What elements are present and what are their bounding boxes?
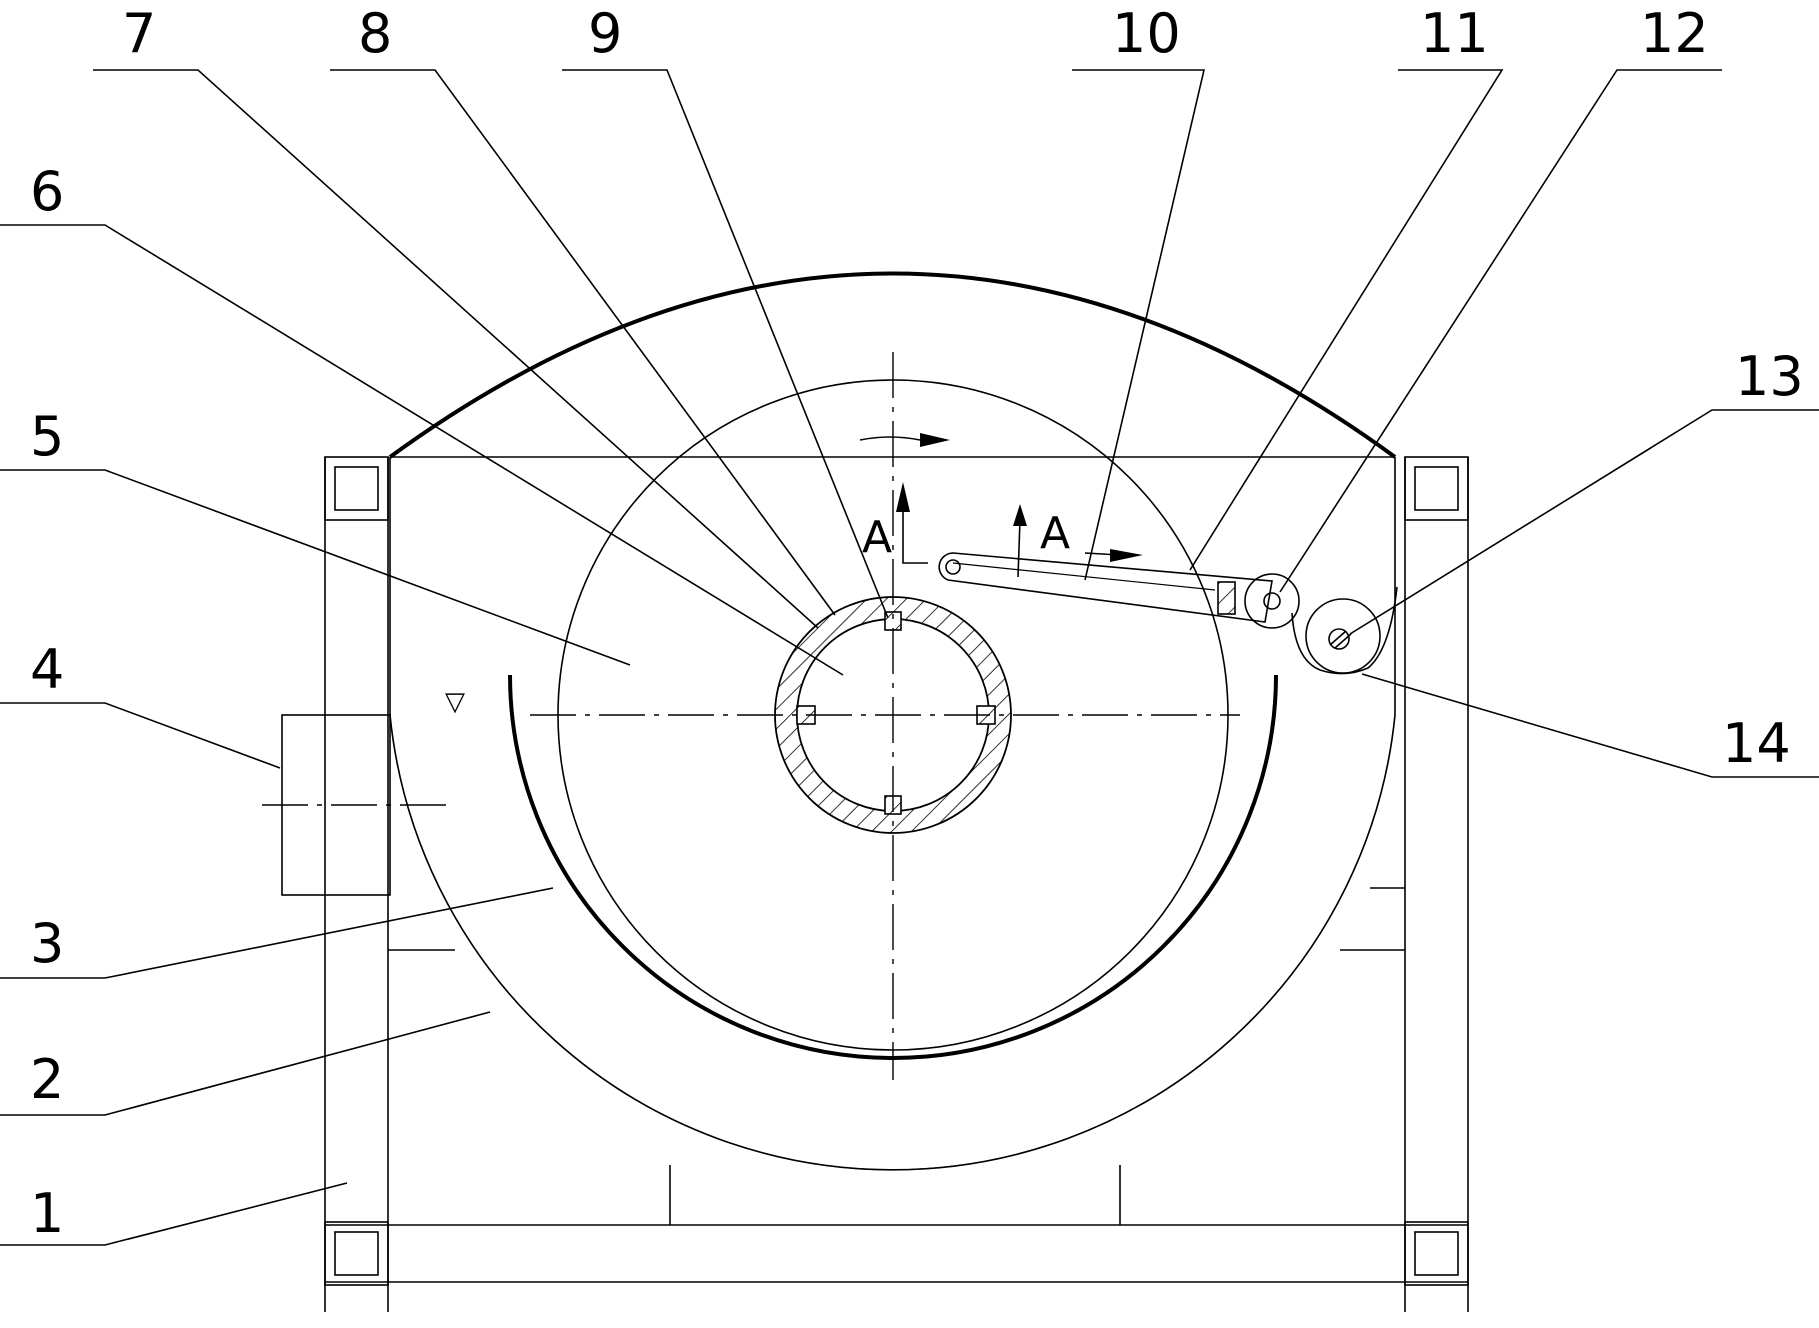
part-number-14: 14 [1722,712,1791,775]
part-number-9: 9 [588,2,622,65]
water-level-symbol: ▽ [445,687,465,717]
part-number-5: 5 [30,405,64,468]
section-label-left: A [862,512,892,563]
square-tube-bottom-right [1404,1221,1469,1286]
part-number-3: 3 [30,912,64,975]
section-marker [896,482,1143,578]
scraper-arm [938,552,1273,623]
part-number-11: 11 [1420,2,1489,65]
part-number-4: 4 [30,638,64,701]
square-tube-top-right [1404,456,1469,521]
center-lines [530,352,1240,1080]
part-number-6: 6 [30,160,64,223]
part-number-1: 1 [30,1182,64,1245]
roller [1244,573,1300,629]
part-number-2: 2 [30,1048,64,1111]
square-tube-bottom-left [324,1221,389,1286]
frame [324,456,1469,1312]
cam [1291,586,1398,675]
part-numbers: 1 2 3 4 5 6 7 8 9 10 11 12 13 14 [30,2,1804,1245]
leader-lines [0,69,1819,1246]
key-top [884,611,902,631]
square-tube-top-left [324,456,389,521]
inlet-pipe [262,714,448,896]
part-number-8: 8 [358,2,392,65]
section-label-right: A [1040,508,1070,559]
part-number-13: 13 [1735,345,1804,408]
rotation-arrow [859,433,950,447]
part-number-7: 7 [122,2,156,65]
part-number-10: 10 [1112,2,1181,65]
part-number-12: 12 [1640,2,1709,65]
